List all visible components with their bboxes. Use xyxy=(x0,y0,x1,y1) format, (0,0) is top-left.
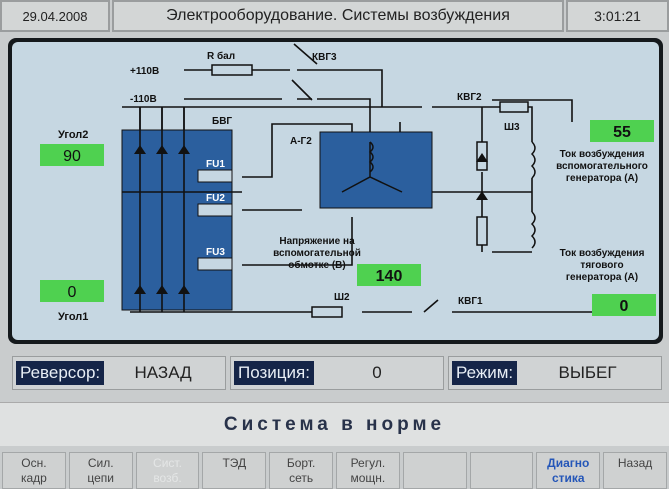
svg-text:0: 0 xyxy=(620,298,629,315)
diagnostics-button[interactable]: Диагно стика xyxy=(536,452,601,489)
main-generator-current: Ток возбуждения тягового генератора (А) … xyxy=(560,247,656,316)
mode-status: Режим: ВЫБЕГ xyxy=(448,356,662,390)
aux-winding-voltage: Напряжение на вспомогательной обмотке (В… xyxy=(273,236,421,286)
svg-text:Угол1: Угол1 xyxy=(58,311,88,323)
position-value: 0 xyxy=(372,363,382,382)
svg-text:генератора (А): генератора (А) xyxy=(566,173,638,184)
excitation-system-button[interactable]: Сист. возб. xyxy=(135,452,200,489)
system-message: Система в норме xyxy=(0,402,669,446)
status-bar: Реверсор: НАЗАД Позиция: 0 Режим: ВЫБЕГ xyxy=(12,356,662,390)
svg-text:Ш3: Ш3 xyxy=(504,122,520,133)
diagram-labels: +110В -110В R бал КВГ3 КВГ2 КВГ1 БВГ А-Г… xyxy=(130,50,520,307)
power-circuits-button[interactable]: Сил. цепи xyxy=(68,452,133,489)
reversor-value: НАЗАД xyxy=(134,363,192,382)
svg-text:генератора (А): генератора (А) xyxy=(566,272,638,283)
ag2-block xyxy=(319,131,433,209)
position-status: Позиция: 0 xyxy=(230,356,444,390)
bvg-block xyxy=(121,129,233,311)
svg-text:+110В: +110В xyxy=(130,66,159,77)
winding-icons xyxy=(341,141,536,249)
svg-text:Ток возбуждения: Ток возбуждения xyxy=(560,247,645,259)
svg-text:0: 0 xyxy=(68,284,77,301)
fu1-fuse xyxy=(197,169,233,183)
sh2-resistor xyxy=(311,306,343,318)
main-frame-button[interactable]: Осн. кадр xyxy=(2,452,66,489)
mode-label: Режим: xyxy=(452,361,518,385)
svg-text:обмотке (В): обмотке (В) xyxy=(288,259,345,271)
fu2-fuse xyxy=(197,203,233,217)
svg-text:Ток возбуждения: Ток возбуждения xyxy=(560,148,645,160)
svg-text:вспомогательной: вспомогательной xyxy=(273,248,361,259)
onboard-network-button[interactable]: Борт. сеть xyxy=(269,452,333,489)
power-regulation-button[interactable]: Регул. мощн. xyxy=(335,452,400,489)
svg-text:А-Г2: А-Г2 xyxy=(290,136,312,147)
reversor-status: Реверсор: НАЗАД xyxy=(12,356,226,390)
svg-text:-110В: -110В xyxy=(130,94,157,105)
svg-text:FU2: FU2 xyxy=(206,193,225,204)
date-display: 29.04.2008 xyxy=(0,0,110,32)
svg-text:R бал: R бал xyxy=(207,50,235,62)
svg-text:вспомогательного: вспомогательного xyxy=(556,161,648,172)
empty-button-2[interactable] xyxy=(469,452,534,489)
svg-text:90: 90 xyxy=(63,148,81,165)
fu3-fuse xyxy=(197,257,233,271)
svg-text:FU1: FU1 xyxy=(206,159,225,170)
mode-value: ВЫБЕГ xyxy=(558,363,617,382)
svg-text:FU3: FU3 xyxy=(206,247,225,258)
empty-button-1[interactable] xyxy=(402,452,467,489)
ugol2-indicator: Угол2 90 xyxy=(40,129,104,166)
reversor-label: Реверсор: xyxy=(16,361,105,385)
svg-text:тягового: тягового xyxy=(580,260,623,271)
svg-text:Напряжение на: Напряжение на xyxy=(279,236,355,247)
svg-text:140: 140 xyxy=(376,268,403,285)
position-label: Позиция: xyxy=(234,361,314,385)
svg-text:КВГ1: КВГ1 xyxy=(458,296,483,307)
r-bal-resistor xyxy=(211,64,253,76)
excitation-diagram-panel: +110В -110В R бал КВГ3 КВГ2 КВГ1 БВГ А-Г… xyxy=(8,38,663,344)
svg-text:Ш2: Ш2 xyxy=(334,292,350,303)
back-button[interactable]: Назад xyxy=(603,452,667,489)
time-display: 3:01:21 xyxy=(566,0,669,32)
bottom-nav: Осн. кадр Сил. цепи Сист. возб. ТЭД Борт… xyxy=(0,452,669,489)
resistor-bottom xyxy=(476,216,488,246)
page-title: Электрооборудование. Системы возбуждения xyxy=(112,0,564,32)
svg-text:55: 55 xyxy=(613,124,631,141)
svg-text:Угол2: Угол2 xyxy=(58,129,88,141)
svg-text:БВГ: БВГ xyxy=(212,116,232,127)
excitation-circuit-diagram: +110В -110В R бал КВГ3 КВГ2 КВГ1 БВГ А-Г… xyxy=(12,42,659,340)
svg-text:КВГ3: КВГ3 xyxy=(312,52,337,63)
ted-button[interactable]: ТЭД xyxy=(202,452,267,489)
aux-generator-current: 55 Ток возбуждения вспомогательного гене… xyxy=(556,120,654,184)
ugol1-indicator: 0 Угол1 xyxy=(40,280,104,323)
svg-text:КВГ2: КВГ2 xyxy=(457,92,482,103)
sh3-resistor xyxy=(499,101,529,113)
